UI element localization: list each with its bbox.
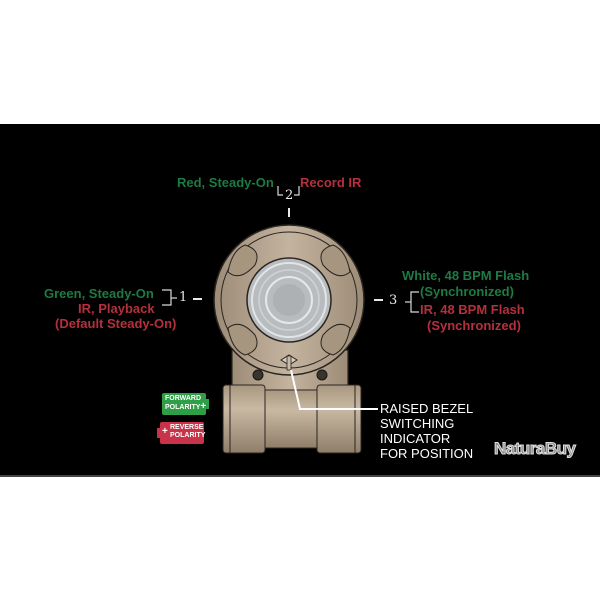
forward-polarity-badge: FORWARD POLARITY+ — [162, 393, 209, 415]
position-number-3: 3 — [389, 293, 398, 308]
tick-position-1 — [193, 298, 202, 300]
position-1-label-default: (Default Steady-On) — [55, 316, 177, 331]
tick-position-2 — [288, 208, 290, 217]
battery-cap — [157, 428, 160, 438]
position-2-label-color: Red, Steady-On — [177, 175, 274, 190]
callout-line-1: RAISED BEZEL — [380, 401, 474, 416]
position-3-label-color: White, 48 BPM Flash — [402, 268, 530, 283]
position-3-label-ir-sync: (Synchronized) — [427, 318, 521, 333]
forward-polarity-line1: FORWARD — [165, 395, 202, 402]
position-1-label-color: Green, Steady-On — [44, 286, 154, 301]
battery-cap — [206, 399, 209, 409]
reverse-polarity-line2: POLARITY — [170, 432, 206, 439]
callout-line-2: SWITCHING — [380, 416, 455, 431]
position-2-label-ir: Record IR — [300, 175, 362, 190]
reverse-polarity-line1: REVERSE — [170, 424, 204, 431]
naturabuy-watermark: NaturaBuy — [493, 439, 576, 459]
position-3-label-ir: IR, 48 BPM Flash — [420, 302, 525, 317]
reverse-polarity-badge: + REVERSE POLARITY — [157, 422, 206, 444]
callout-line-3: INDICATOR — [380, 431, 451, 446]
position-1-label-ir: IR, Playback — [78, 301, 155, 316]
tick-position-3 — [374, 299, 383, 301]
forward-polarity-line2: POLARITY+ — [165, 401, 207, 412]
position-number-1: 1 — [179, 290, 188, 305]
position-number-2: 2 — [285, 188, 294, 203]
plus-icon: + — [162, 426, 168, 437]
position-3-label-color-sync: (Synchronized) — [420, 284, 514, 299]
bezel-indicator-callout: RAISED BEZEL SWITCHING INDICATOR FOR POS… — [380, 401, 473, 461]
plus-icon: + — [200, 401, 207, 412]
callout-line-4: FOR POSITION — [380, 446, 474, 461]
